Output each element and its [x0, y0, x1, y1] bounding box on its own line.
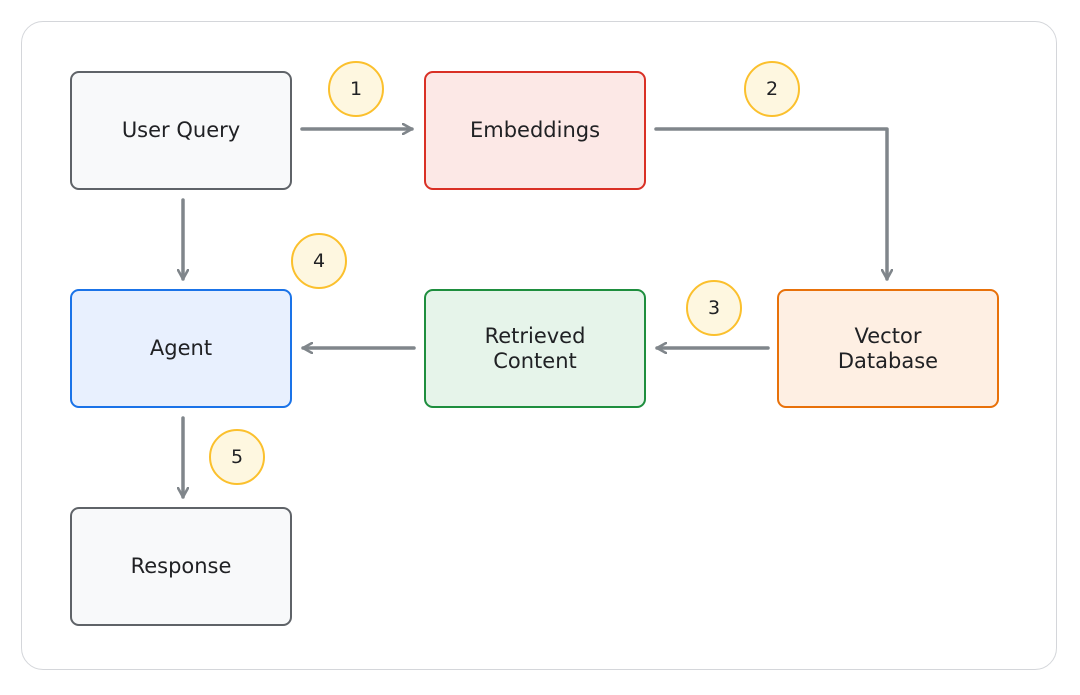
- step-badge-2: 2: [744, 61, 800, 117]
- retrieved-content-label-line2: Content: [493, 348, 577, 373]
- response-label: Response: [130, 554, 232, 579]
- vector-database-node: Vector Database: [777, 289, 999, 408]
- step-badge-4: 4: [291, 233, 347, 289]
- retrieved-content-label-line1: Retrieved: [484, 324, 586, 349]
- agent-node: Agent: [70, 289, 292, 408]
- vector-database-label-line1: Vector: [854, 324, 922, 349]
- user-query-node: User Query: [70, 71, 292, 190]
- vector-database-label-line2: Database: [837, 348, 939, 373]
- step-badge-5: 5: [209, 429, 265, 485]
- embeddings-label: Embeddings: [469, 118, 601, 143]
- agent-label: Agent: [149, 336, 213, 361]
- user-query-label: User Query: [121, 118, 241, 143]
- step-badge-3: 3: [686, 280, 742, 336]
- response-node: Response: [70, 507, 292, 626]
- embeddings-node: Embeddings: [424, 71, 646, 190]
- retrieved-content-node: Retrieved Content: [424, 289, 646, 408]
- step-badge-1: 1: [328, 61, 384, 117]
